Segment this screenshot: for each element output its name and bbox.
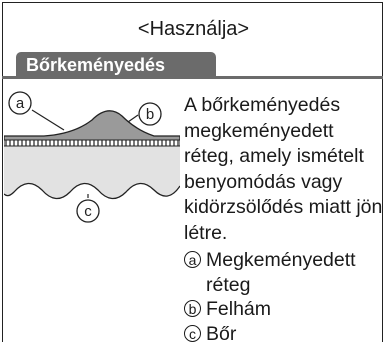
legend-mark-b: b xyxy=(184,300,201,317)
section-divider xyxy=(2,76,383,79)
legend-label-a: Megkeményedett réteg xyxy=(206,248,384,297)
callout-c-label: c xyxy=(84,203,92,220)
legend-label-c: Bőr xyxy=(206,322,236,346)
page-title: <Használja> xyxy=(0,18,387,41)
callout-c-marker: c xyxy=(77,200,99,222)
callout-b-leader xyxy=(128,115,138,122)
legend-mark-a: a xyxy=(184,251,201,268)
description-text: A bőrkeményedés megkeményedett réteg, am… xyxy=(184,93,384,246)
legend-label-b: Felhám xyxy=(206,297,271,322)
callout-a-label: a xyxy=(16,95,25,112)
callout-b-marker: b xyxy=(139,103,161,125)
callout-a-marker: a xyxy=(9,92,31,114)
section-title: Bőrkeményedés xyxy=(16,52,216,78)
legend: a Megkeményedett réteg b Felhám c Bőr xyxy=(184,248,384,346)
legend-item-b: b Felhám xyxy=(184,297,384,322)
callout-b-label: b xyxy=(146,106,154,123)
callout-a-leader xyxy=(32,110,64,130)
legend-item-a: a Megkeményedett réteg xyxy=(184,248,384,297)
skin-cross-section-diagram: a b c xyxy=(4,86,180,236)
legend-item-c: c Bőr xyxy=(184,322,384,346)
legend-mark-c: c xyxy=(184,325,201,342)
